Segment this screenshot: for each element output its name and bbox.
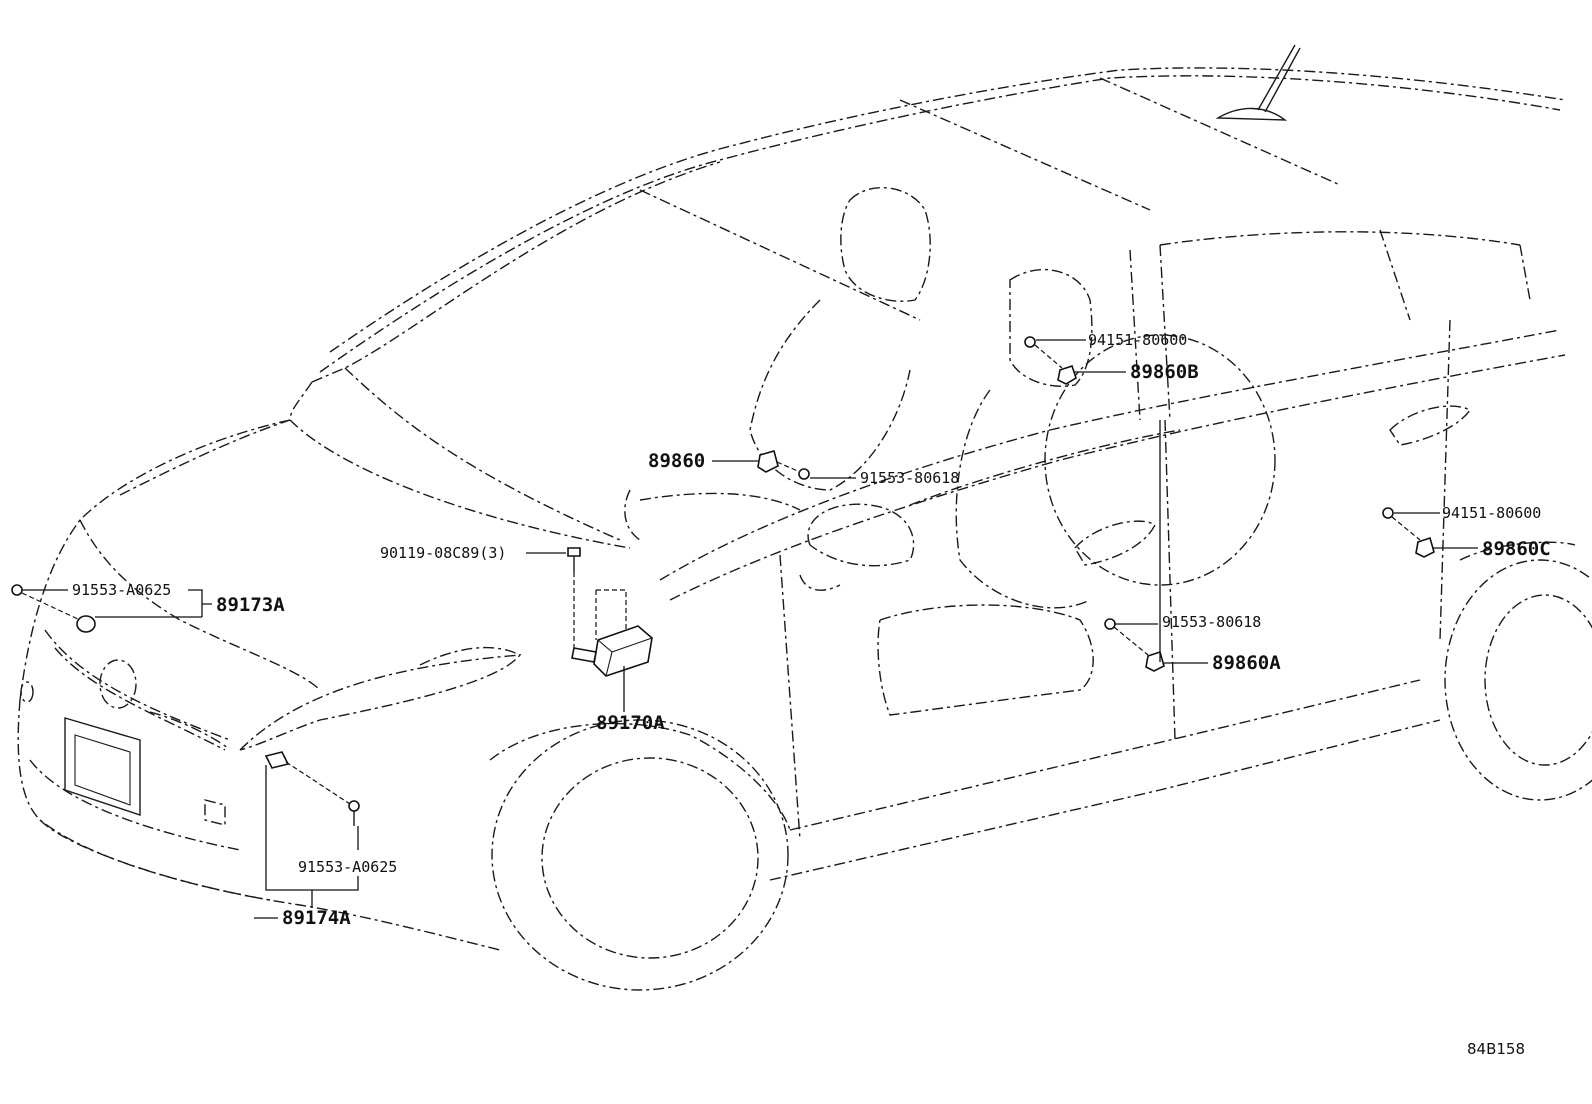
- label-94151-80600-right: 94151-80600: [1442, 504, 1541, 522]
- bolt-91553-80618-bottom-icon: [1104, 618, 1116, 630]
- sensor-parts: [11, 336, 1435, 826]
- label-89860: 89860: [648, 450, 705, 472]
- part-labels: 94151-80600 89860B 89860 91553-80618 941…: [72, 331, 1551, 1058]
- car-body-outline: [17, 44, 1592, 991]
- label-91553-A0625-left: 91553-A0625: [72, 581, 171, 599]
- interior-seats: [624, 186, 1276, 716]
- sensor-89173A-icon: [76, 615, 96, 633]
- label-89860A: 89860A: [1212, 652, 1281, 674]
- drawing-code: 84B158: [1467, 1040, 1525, 1058]
- sensor-89860-icon: [757, 450, 779, 473]
- label-91553-80618-top: 91553-80618: [860, 469, 959, 487]
- bolt-91553-A0625-left-icon: [11, 584, 23, 596]
- sensor-89860A-icon: [1145, 650, 1165, 672]
- label-89860B: 89860B: [1130, 361, 1199, 383]
- leader-lines: [22, 339, 1478, 919]
- label-94151-80600-top: 94151-80600: [1088, 331, 1187, 349]
- nut-94151-80600-top-icon: [1024, 336, 1036, 348]
- label-89174A: 89174A: [282, 907, 351, 929]
- module-89170A-icon: [593, 625, 653, 677]
- label-90119-08C89: 90119-08C89(3): [380, 544, 506, 562]
- nut-94151-80600-right-icon: [1382, 507, 1394, 519]
- sensor-89174A-icon: [264, 751, 290, 769]
- bolt-90119-icon: [567, 547, 581, 557]
- label-91553-A0625-bottom: 91553-A0625: [298, 858, 397, 876]
- installation-guides: [21, 344, 1421, 805]
- label-89860C: 89860C: [1482, 538, 1551, 560]
- bolt-91553-A0625-bottom-icon: [348, 800, 360, 812]
- bolt-91553-80618-top-icon: [798, 468, 810, 480]
- label-89170A: 89170A: [596, 712, 665, 734]
- sensor-89860C-icon: [1415, 536, 1435, 558]
- sensor-89860B-icon: [1057, 364, 1077, 385]
- label-89173A: 89173A: [216, 594, 285, 616]
- label-91553-80618-bottom: 91553-80618: [1162, 613, 1261, 631]
